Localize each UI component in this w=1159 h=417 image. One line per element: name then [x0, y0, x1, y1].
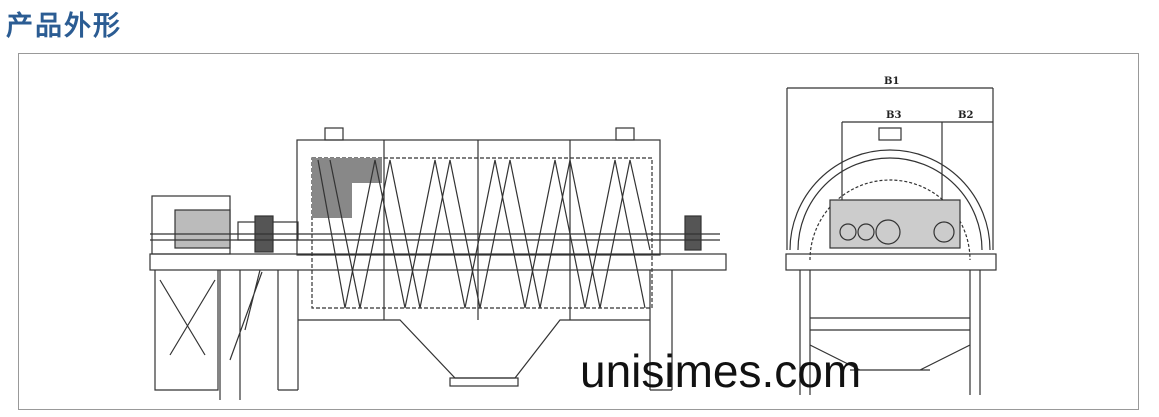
section-title: 产品外形: [6, 11, 122, 42]
watermark: unisimes.com: [580, 345, 862, 397]
end-view: [785, 87, 997, 395]
side-view: [149, 127, 727, 400]
dimension-b2: B2: [958, 110, 973, 121]
dimension-b1: B1: [884, 76, 899, 87]
drawing-frame: [18, 53, 1139, 410]
dimension-b3: B3: [886, 110, 901, 121]
